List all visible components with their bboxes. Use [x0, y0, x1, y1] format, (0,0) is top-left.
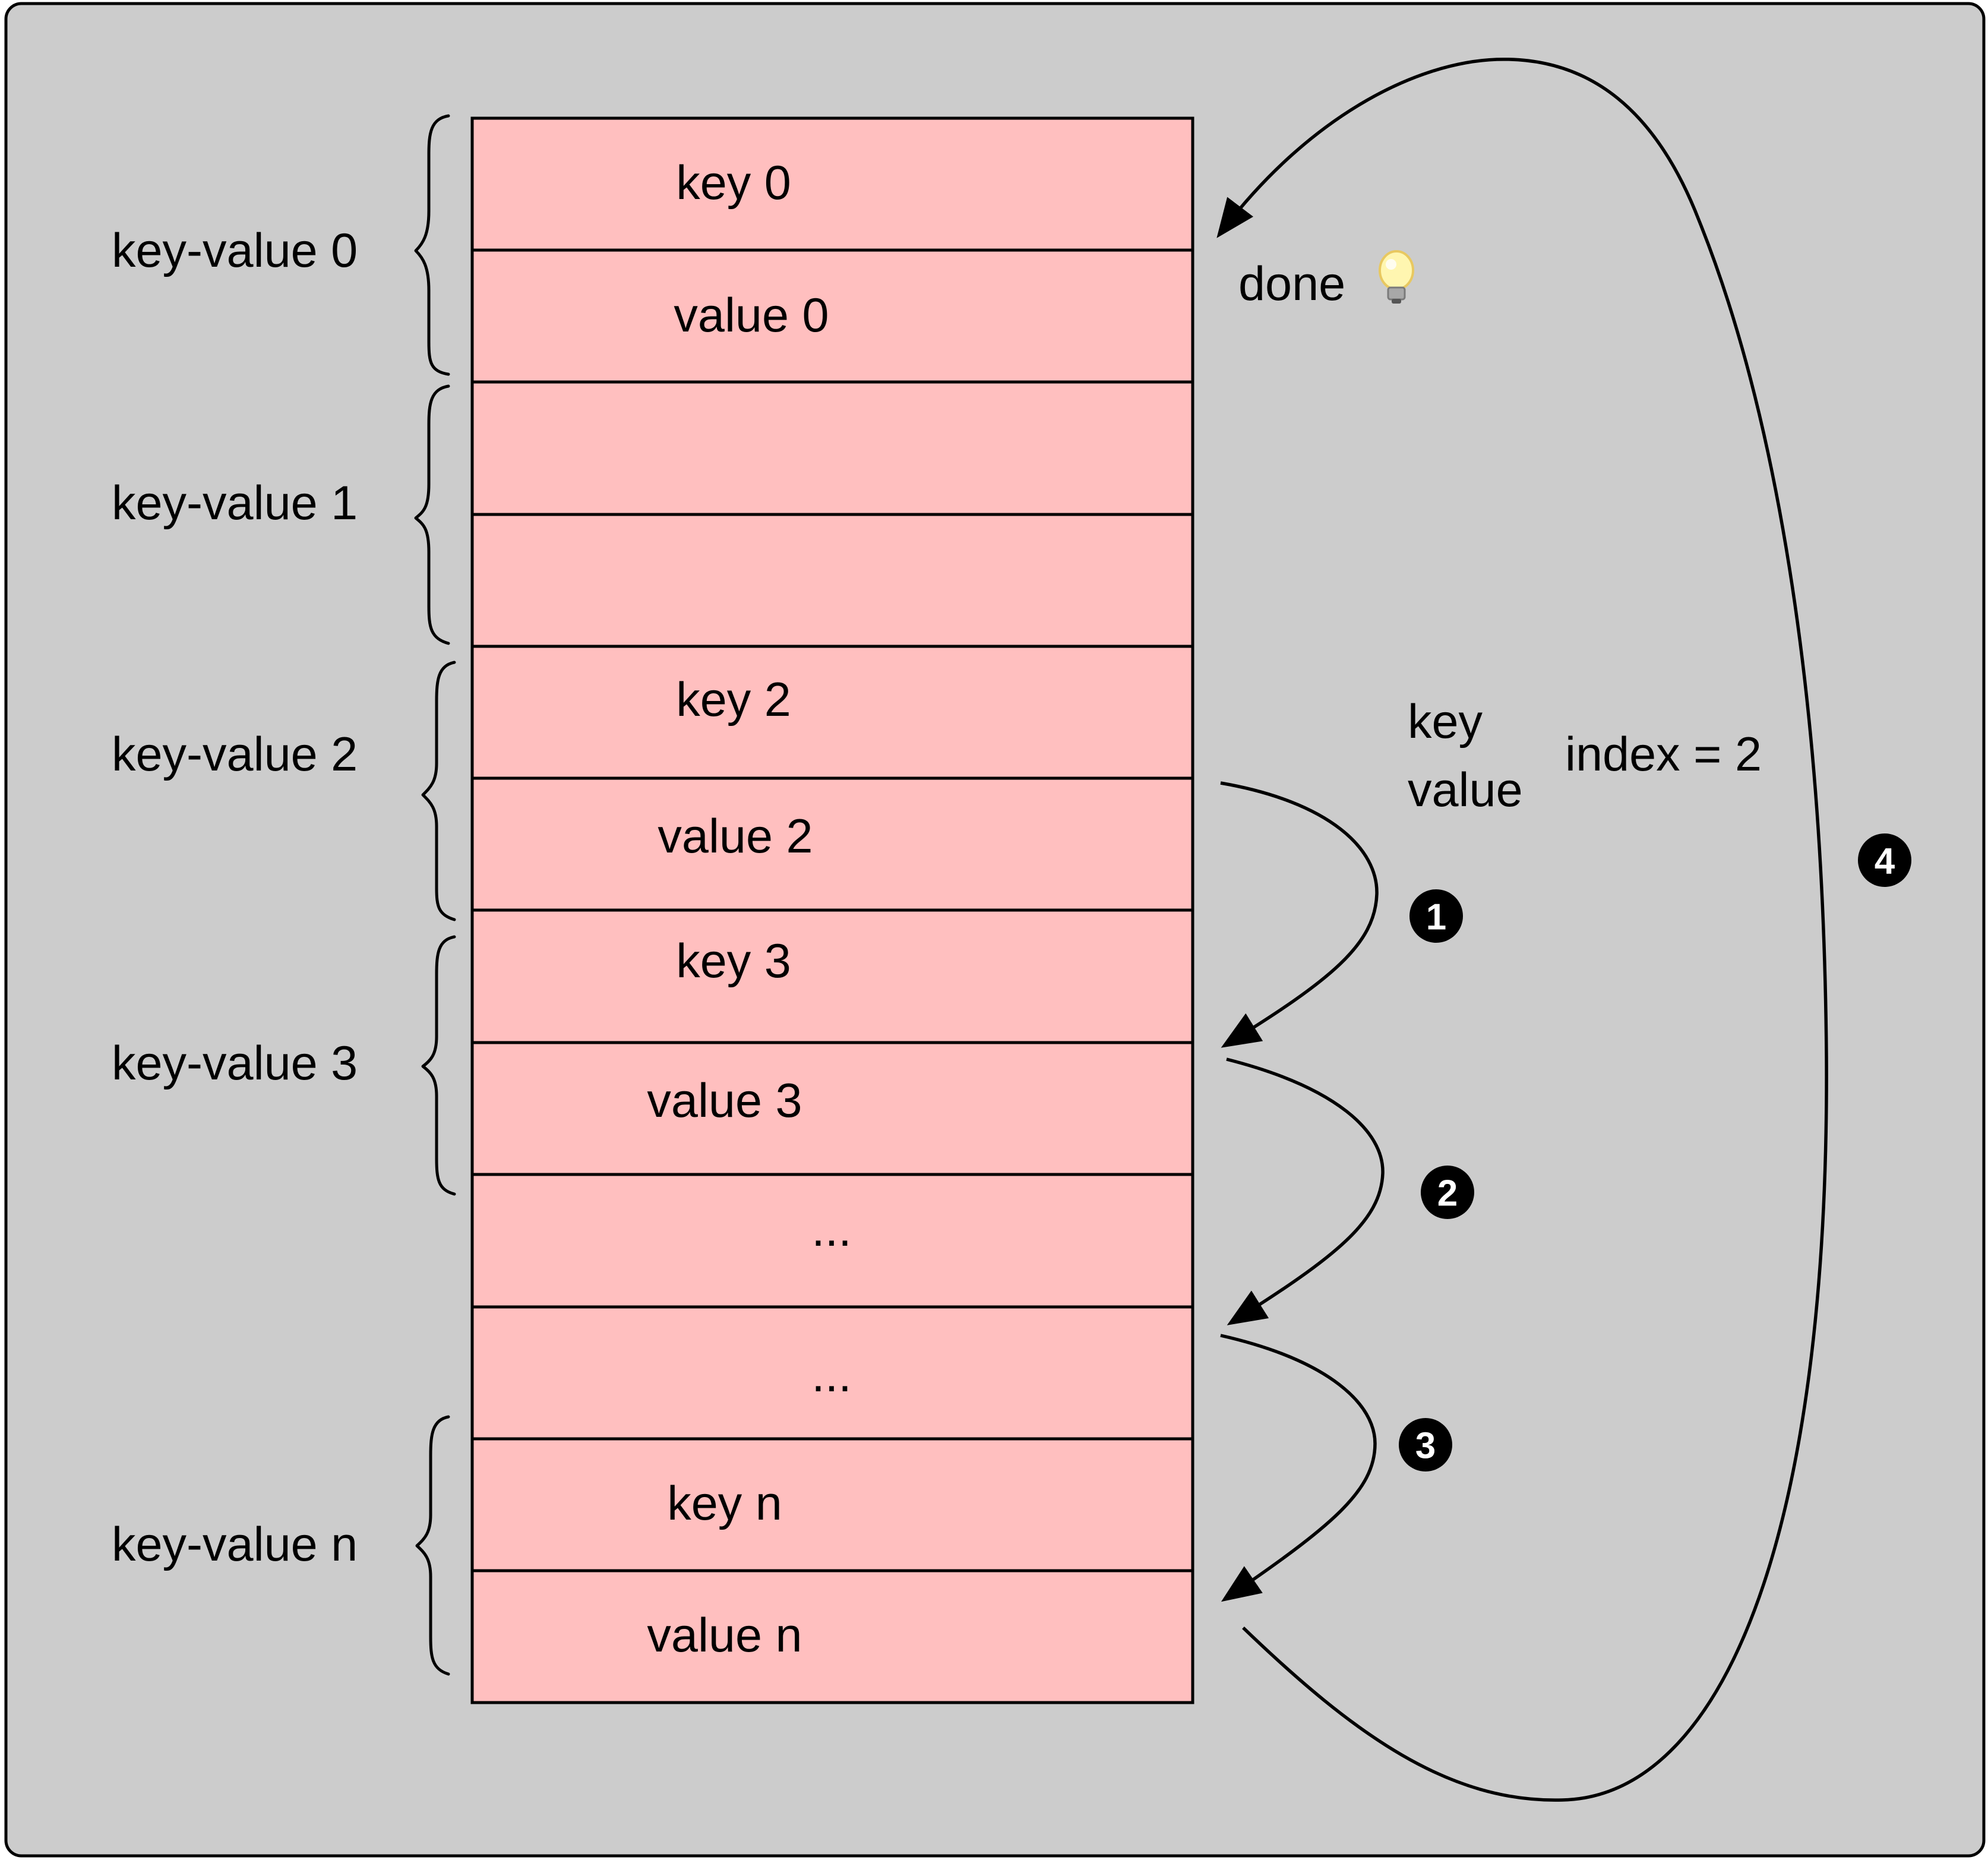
cell-text-key-2: key 2	[676, 673, 791, 727]
group-label-key-value-1: key-value 1	[112, 476, 358, 530]
group-label-key-value-3: key-value 3	[112, 1037, 358, 1090]
arrow-step-4	[1216, 58, 1828, 1802]
group-labels: key-value 0 key-value 1 key-value 2 key-…	[112, 224, 358, 1571]
step-marker-1: 1	[1409, 889, 1463, 943]
step-markers: 1 2 3 4	[1399, 833, 1911, 1471]
array-cell-empty-key-1	[470, 380, 1194, 516]
lightbulb-icon	[1379, 250, 1414, 304]
index-label: index = 2	[1565, 728, 1762, 781]
array-cell-key-0	[470, 116, 1194, 252]
cell-text-ellipsis-1: ...	[811, 1203, 852, 1256]
array-cell-value-2	[470, 776, 1194, 912]
cell-text-value-n: value n	[647, 1609, 802, 1662]
array-cell-ellipsis-2	[470, 1305, 1194, 1441]
array-cell-value-n	[470, 1569, 1194, 1704]
step-arrows	[1216, 58, 1828, 1802]
svg-text:4: 4	[1875, 841, 1895, 882]
array-cell-key-n	[470, 1437, 1194, 1572]
svg-text:1: 1	[1426, 897, 1446, 938]
value-label: value	[1408, 763, 1523, 817]
step-marker-3: 3	[1399, 1418, 1452, 1471]
cell-text-value-3: value 3	[647, 1074, 802, 1128]
group-label-key-value-2: key-value 2	[112, 728, 358, 781]
group-label-key-value-0: key-value 0	[112, 224, 358, 277]
cell-text-key-0: key 0	[676, 156, 791, 210]
brace-key-value-2	[421, 661, 456, 921]
brace-key-value-0	[414, 114, 450, 376]
arrow-step-3	[1220, 1334, 1377, 1602]
array-cell-empty-value-1	[470, 513, 1194, 648]
arrow-step-1	[1220, 781, 1379, 1048]
brace-key-value-3	[421, 935, 456, 1196]
cell-text-key-3: key 3	[676, 934, 791, 988]
array-cell-key-3	[470, 908, 1194, 1044]
cell-text-ellipsis-2: ...	[811, 1349, 852, 1402]
brace-key-value-n	[415, 1415, 450, 1676]
array-cell-value-3	[470, 1041, 1194, 1176]
step-marker-2: 2	[1421, 1166, 1474, 1219]
svg-text:3: 3	[1415, 1426, 1436, 1467]
cell-labels: key 0 value 0 key 2 value 2 key 3 value …	[647, 156, 851, 1662]
svg-text:2: 2	[1437, 1173, 1458, 1214]
key-label: key	[1408, 695, 1483, 749]
group-braces	[414, 114, 456, 1676]
memory-array	[470, 116, 1194, 1704]
arrow-step-2	[1226, 1057, 1385, 1325]
done-label: done	[1238, 257, 1345, 311]
array-cell-ellipsis-1	[470, 1173, 1194, 1309]
cell-text-key-n: key n	[667, 1477, 782, 1530]
array-cell-key-2	[470, 645, 1194, 780]
step-marker-4: 4	[1858, 833, 1911, 887]
array-cell-value-0	[470, 248, 1194, 384]
group-label-key-value-n: key-value n	[112, 1518, 358, 1571]
brace-key-value-1	[414, 384, 450, 645]
cell-text-value-0: value 0	[674, 289, 829, 342]
cell-text-value-2: value 2	[658, 810, 813, 863]
